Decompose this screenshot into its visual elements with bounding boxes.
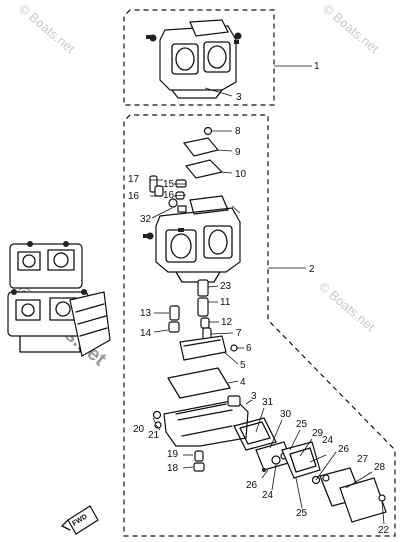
callout-1: 1 [314, 61, 320, 72]
callout-27: 27 [357, 454, 369, 465]
callout-29: 29 [312, 428, 324, 439]
float-assembly [167, 327, 238, 399]
callout-11: 11 [220, 297, 231, 308]
watermark-top-right: © Boats.net [320, 1, 382, 57]
callout-15: 15 [163, 179, 175, 190]
callout-20: 20 [133, 424, 145, 435]
callout-12: 12 [221, 317, 233, 328]
callout-3-top: 3 [236, 92, 242, 103]
engine-carburetor-assembly-left [7, 241, 111, 357]
callout-10: 10 [235, 169, 247, 180]
fuel-pump-assembly [233, 417, 387, 523]
callout-22: 22 [378, 525, 390, 536]
callout-17: 17 [128, 174, 140, 185]
callout-8: 8 [235, 126, 241, 137]
callout-14: 14 [140, 328, 152, 339]
float-bowl [152, 395, 249, 472]
jet-parts [168, 279, 210, 333]
callout-5: 5 [240, 360, 246, 371]
top-assembly-frame [123, 9, 275, 106]
callout-32: 32 [140, 214, 152, 225]
carburetor-assembly-part-1 [146, 19, 242, 99]
callout-25-a: 25 [296, 419, 308, 430]
watermark-top-left: © Boats.net [16, 1, 78, 57]
callout-31: 31 [262, 397, 274, 408]
callout-16-b: 16 [128, 191, 140, 202]
callout-19: 19 [167, 449, 179, 460]
callout-labels: 1 2 3 3 4 5 6 7 8 9 10 11 12 13 14 15 16… [128, 61, 390, 536]
callout-3-bowl: 3 [251, 391, 257, 402]
callout-25-b: 25 [296, 508, 308, 519]
callout-24-b: 24 [322, 435, 334, 446]
callout-21: 21 [148, 430, 160, 441]
watermark-mid-right: © Boats.net [316, 279, 378, 335]
callout-13: 13 [140, 308, 152, 319]
callout-4: 4 [240, 377, 246, 388]
screw-parts-upper-left [149, 175, 187, 213]
callout-28: 28 [374, 462, 386, 473]
carburetor-body-part-2 [143, 195, 241, 283]
callout-9: 9 [235, 147, 241, 158]
callout-24-a: 24 [262, 490, 274, 501]
leader-lines [150, 65, 385, 525]
callout-6: 6 [246, 343, 252, 354]
callout-23: 23 [220, 281, 232, 292]
callout-30: 30 [280, 409, 292, 420]
callout-16-a: 16 [163, 190, 175, 201]
cover-parts [182, 126, 224, 179]
callout-26-b: 26 [338, 444, 350, 455]
callout-7: 7 [236, 328, 242, 339]
callout-2: 2 [309, 264, 315, 275]
callout-18: 18 [167, 463, 179, 474]
callout-26-a: 26 [246, 480, 258, 491]
fwd-direction-badge: FWD [61, 505, 99, 535]
